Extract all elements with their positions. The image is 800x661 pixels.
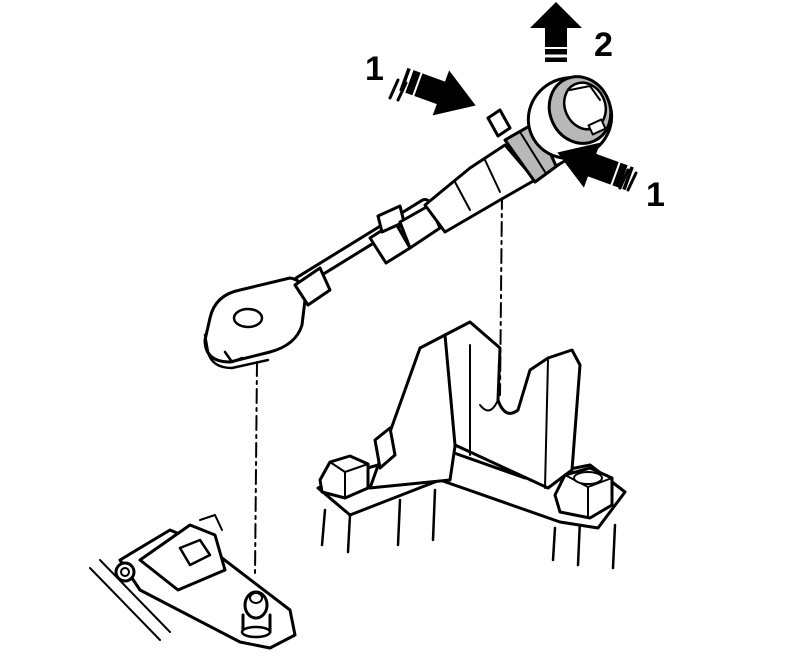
bracket-studs	[320, 488, 617, 570]
arrow-icon	[557, 142, 644, 197]
eyelet-hole	[232, 307, 264, 329]
callout-label-press-right: 1	[646, 176, 665, 214]
cable-ferrule	[293, 266, 332, 307]
hex-bolt-right	[553, 466, 614, 520]
arrow-icon	[388, 61, 476, 116]
callout-label-press-left: 1	[365, 50, 384, 88]
cable-end-eyelet	[203, 276, 307, 370]
alignment-line-cable-end	[254, 361, 258, 576]
hex-bolt-left	[318, 454, 370, 500]
arrow-up-icon	[530, 2, 582, 68]
gear-cable-assembly	[203, 75, 614, 370]
gear-linkage	[89, 514, 297, 650]
mounting-bracket	[316, 320, 627, 570]
callout-label-pull: 2	[594, 26, 613, 64]
linkage-bracket	[138, 523, 227, 592]
retaining-tab-left	[486, 108, 512, 138]
ball-stud	[240, 590, 272, 639]
